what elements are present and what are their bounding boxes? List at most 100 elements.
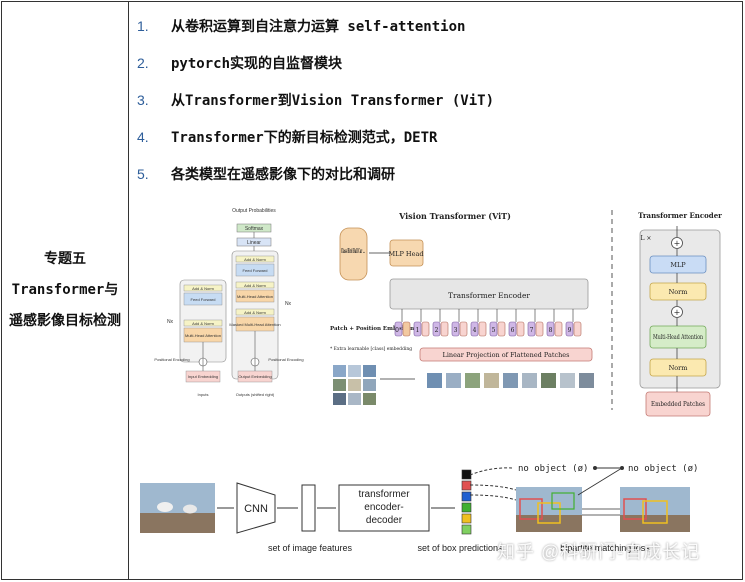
token-index: 7 <box>530 327 534 334</box>
patch-embedding <box>459 321 468 337</box>
watermark: 知乎 @科研门-自成长记 <box>497 542 701 562</box>
pos-enc-label: Positional Encoding <box>268 357 303 362</box>
matched-image-right <box>620 487 690 532</box>
position-embedding <box>546 321 555 337</box>
patch-embedding <box>535 321 544 337</box>
transformer-label-line: decoder <box>366 515 403 526</box>
mlp-box <box>649 255 707 274</box>
mha-label: Multi-Head Attention <box>237 294 273 299</box>
norm-label: Norm <box>669 288 688 296</box>
transformer-label-line: transformer <box>358 489 410 500</box>
patch-embedding <box>478 321 487 337</box>
token-index: 6 <box>511 327 515 334</box>
cnn-shape <box>236 482 276 534</box>
source-image-grid <box>333 365 376 405</box>
embedded-patches-box <box>645 391 711 417</box>
box-prediction <box>461 513 472 524</box>
image-patch <box>503 373 518 388</box>
item-number: 2. <box>137 54 149 71</box>
transformer-box <box>338 484 430 532</box>
content-cell: 1.从卷积运算到自注意力运算 self-attention 2.pytorch实… <box>129 1 743 580</box>
image-patch <box>465 373 480 388</box>
box-prediction <box>461 480 472 491</box>
item-number: 5. <box>137 165 149 182</box>
patch-embedding <box>554 321 563 337</box>
position-embedding <box>565 321 574 337</box>
detr-figure: CNN transformer encoder- decoder set of … <box>140 464 698 553</box>
decoder-addnorm-3 <box>235 308 275 316</box>
decoder-mha <box>235 289 275 303</box>
token-index: 5 <box>492 327 496 334</box>
transformer-architecture-figure: Output Probabilities Softmax Linear Add … <box>154 208 303 397</box>
addnorm-label: Add & Norm <box>192 321 214 326</box>
token-index: 1 <box>416 327 420 334</box>
box-prediction <box>461 524 472 535</box>
set-features-label: set of image features <box>268 543 353 553</box>
item-number: 4. <box>137 128 149 145</box>
ff-label: Feed Forward <box>191 297 216 302</box>
item-number: 3. <box>137 91 149 108</box>
mha-box <box>649 325 707 349</box>
linear-projection-box <box>419 347 593 362</box>
mha-label: Multi-Head Attention <box>185 333 221 338</box>
encoder-addnorm <box>183 284 223 292</box>
encoder-ff <box>183 292 223 306</box>
image-patch <box>427 373 442 388</box>
softmax-label: Softmax <box>245 226 264 232</box>
list-item: 5. 各类模型在遥感影像下的对比和调研 <box>137 155 494 192</box>
list-item: 1.从卷积运算到自注意力运算 self-attention <box>137 7 494 44</box>
token-index: 0* <box>395 327 402 334</box>
encoder-mha-label: Multi-Head Attention <box>653 334 703 341</box>
vit-encoder-box <box>389 278 589 310</box>
output-probs-label: Output Probabilities <box>232 208 276 214</box>
cnn-label: CNN <box>244 503 268 515</box>
item-number: 1. <box>137 17 149 34</box>
class-box <box>339 227 368 281</box>
input-emb-label: Input Embedding <box>188 374 218 379</box>
position-embedding <box>489 321 498 337</box>
add-icon <box>671 306 683 318</box>
linear-projection-label: Linear Projection of Flattened Patches <box>443 351 570 359</box>
token-index: 3 <box>454 327 458 334</box>
box-prediction-stack <box>461 469 472 535</box>
outline-list: 1.从卷积运算到自注意力运算 self-attention 2.pytorch实… <box>137 7 494 192</box>
feature-set-box <box>301 484 316 532</box>
patch-embedding <box>440 321 449 337</box>
plus-glyph: + <box>674 239 681 248</box>
transformer-encoder-figure: Transformer Encoder L × + MLP Norm + Mul… <box>638 211 722 417</box>
add-icon <box>671 237 683 249</box>
input-photo <box>140 483 215 533</box>
outputs-label: Outputs (shifted right) <box>236 392 275 397</box>
patch-embedding <box>497 321 506 337</box>
lx-label: L × <box>641 235 652 242</box>
mlp-head-label: MLP Head <box>389 250 424 258</box>
encoder-title: Transformer Encoder <box>638 211 722 220</box>
position-embedding <box>394 321 403 337</box>
norm-label: Norm <box>669 364 688 372</box>
image-patch <box>446 373 461 388</box>
plus-glyph: + <box>674 308 681 317</box>
matched-image-left <box>516 487 582 532</box>
separator-line <box>611 210 613 410</box>
item-text: 各类模型在遥感影像下的对比和调研 <box>171 166 395 183</box>
patch-strip <box>427 373 594 388</box>
patch-embedding <box>421 321 430 337</box>
image-patch <box>522 373 537 388</box>
token-index: 2 <box>435 327 439 334</box>
image-patch <box>541 373 556 388</box>
output-emb-label: Output Embedding <box>238 374 271 379</box>
position-embedding <box>508 321 517 337</box>
norm-box-1 <box>649 282 707 301</box>
decoder-ff <box>235 263 275 277</box>
vit-title: Vision Transformer (ViT) <box>398 211 511 221</box>
nx-label-left: Nx <box>167 319 174 325</box>
token-index: 8 <box>549 327 553 334</box>
vit-figure: Vision Transformer (ViT) Class Bird Ball… <box>330 211 594 405</box>
embedded-patches-label: Embedded Patches <box>651 401 705 408</box>
vit-encoder-label: Transformer Encoder <box>448 291 530 300</box>
image-patch <box>579 373 594 388</box>
patch-embedding <box>516 321 525 337</box>
addnorm-label: Add & Norm <box>244 310 266 315</box>
position-embedding <box>413 321 422 337</box>
